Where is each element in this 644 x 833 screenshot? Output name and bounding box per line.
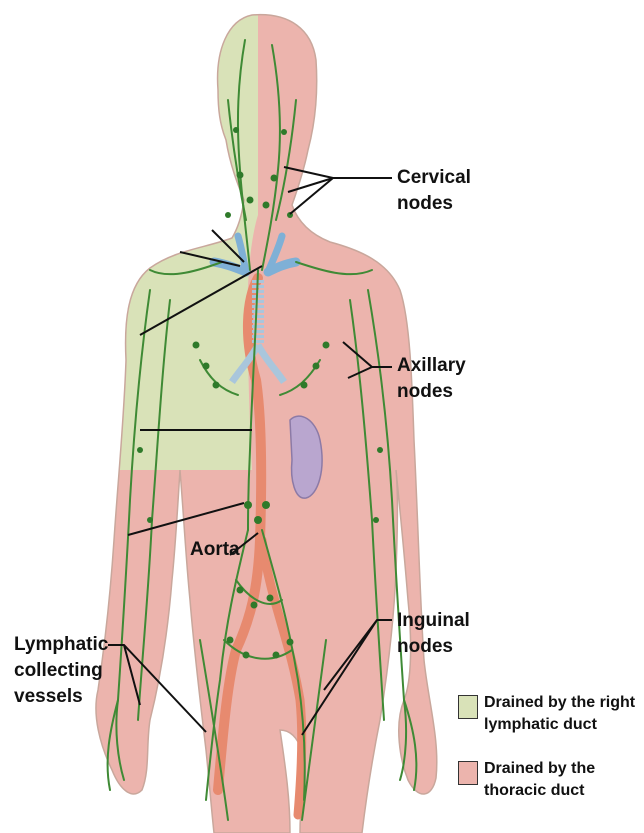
lymphatic-line-2: collecting	[14, 658, 108, 684]
inguinal-line-2: nodes	[397, 634, 470, 660]
lymphatic-line-1: Lymphatic	[14, 632, 108, 658]
lymphatic-line-3: vessels	[14, 684, 108, 710]
axillary-line-2: nodes	[397, 379, 466, 405]
cervical-line-1: Cervical	[397, 165, 471, 191]
legend-text-right-lymphatic: Drained by the right lymphatic duct	[484, 692, 635, 736]
legend-right-line-1: Drained by the right	[484, 692, 635, 714]
inguinal-line-1: Inguinal	[397, 608, 470, 634]
legend-thoracic-line-1: Drained by the	[484, 758, 595, 780]
legend-item-thoracic: Drained by the thoracic duct	[458, 758, 595, 802]
legend-swatch-thoracic	[458, 761, 478, 785]
legend-text-thoracic: Drained by the thoracic duct	[484, 758, 595, 802]
axillary-line-1: Axillary	[397, 353, 466, 379]
right-lymphatic-drainage-region	[0, 0, 258, 470]
aorta-label: Aorta	[190, 537, 240, 563]
cervical-nodes-label: Cervical nodes	[397, 165, 471, 217]
legend-thoracic-line-2: thoracic duct	[484, 780, 595, 802]
lymphatic-vessels-label: Lymphatic collecting vessels	[14, 632, 108, 710]
cervical-line-2: nodes	[397, 191, 471, 217]
legend-right-line-2: lymphatic duct	[484, 714, 635, 736]
axillary-nodes-label: Axillary nodes	[397, 353, 466, 405]
legend-swatch-right-lymphatic	[458, 695, 478, 719]
aorta-text: Aorta	[190, 537, 240, 563]
legend-item-right-lymphatic: Drained by the right lymphatic duct	[458, 692, 635, 736]
inguinal-nodes-label: Inguinal nodes	[397, 608, 470, 660]
